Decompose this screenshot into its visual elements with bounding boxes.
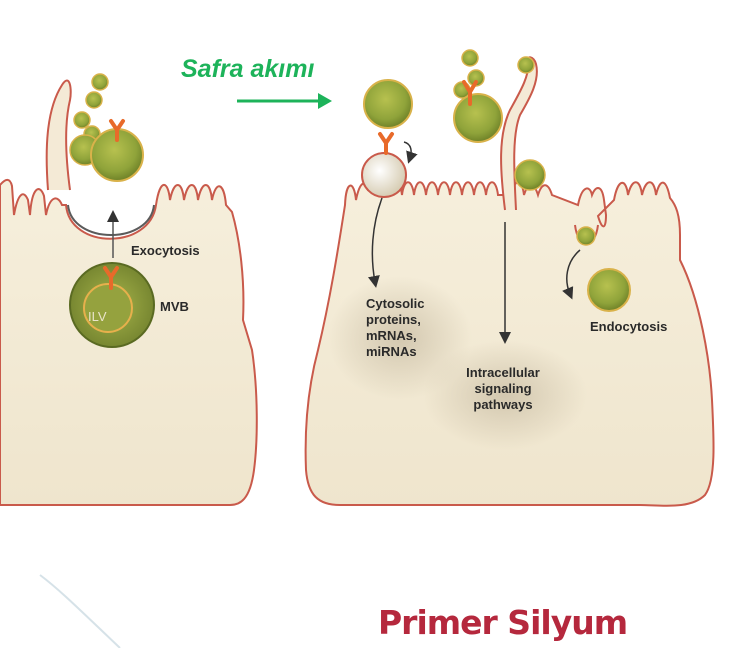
receptor-icon (109, 119, 125, 142)
right-vesicles (363, 49, 631, 312)
left-cell (0, 73, 258, 506)
mvb-label: MVB (160, 299, 189, 314)
receptor-icon (462, 80, 478, 106)
flow-label: Safra akımı (181, 55, 315, 83)
cytosolic-label: Cytosolic proteins, mRNAs, miRNAs (366, 296, 425, 359)
right-cell (304, 49, 715, 507)
receptor-icon (378, 132, 394, 155)
flow-arrow (237, 93, 332, 109)
ilv-label: ILV (88, 309, 107, 324)
endocytosis-label: Endocytosis (590, 319, 668, 334)
left-vesicles (69, 73, 144, 182)
left-cilium (45, 79, 72, 191)
uptake-vesicle (361, 152, 407, 198)
exocytosis-label: Exocytosis (131, 243, 200, 258)
intracellular-label: Intracellular signaling pathways (466, 365, 540, 412)
receptor-icon (103, 266, 119, 290)
mvb-vesicle (69, 262, 155, 348)
decorative-corner (39, 574, 121, 648)
footer-title: Primer Silyum (378, 603, 628, 642)
